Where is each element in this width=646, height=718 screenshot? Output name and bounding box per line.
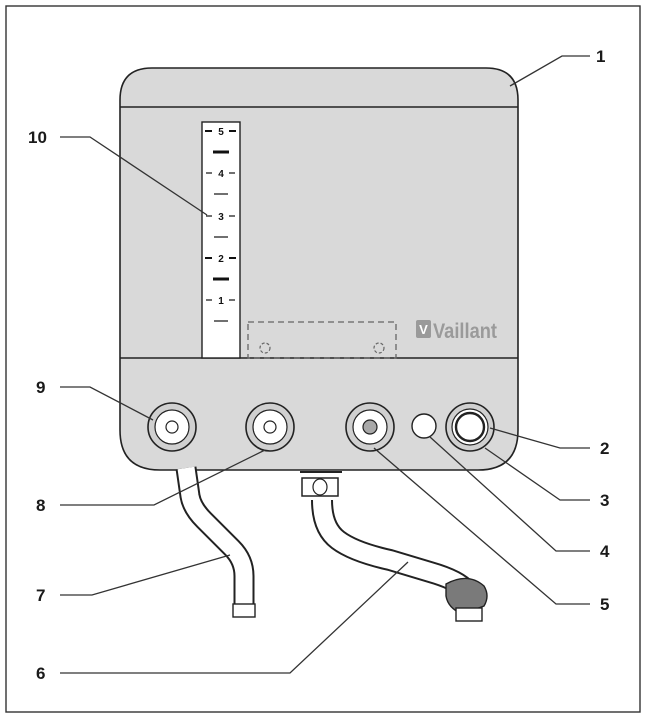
- level-window: [201, 121, 241, 359]
- callout-4: 4: [600, 542, 610, 561]
- heater-body: 5 4 3 2 1 V Vaillant: [119, 67, 519, 471]
- scale-mark-5: 5: [218, 127, 224, 138]
- left-port: [147, 402, 197, 452]
- callout-7: 7: [36, 586, 45, 605]
- scale-mark-1: 1: [218, 296, 224, 307]
- callout-6: 6: [36, 664, 45, 683]
- brand-mark-box: [416, 320, 431, 338]
- callout-labels: 1 2 3 4 5 6 7 8 9 10: [28, 47, 610, 683]
- brand-name: Vaillant: [433, 320, 497, 343]
- brand-logo: V Vaillant: [416, 320, 497, 343]
- scale-mark-4: 4: [218, 169, 224, 180]
- leader-lines: [60, 55, 590, 674]
- brand-mark: V: [419, 322, 428, 337]
- level-scale: 5 4 3 2 1: [205, 127, 236, 322]
- temperature-knob: [445, 402, 495, 452]
- spout-head: [445, 577, 488, 615]
- mounting-hole-left: [259, 342, 271, 354]
- indicator-lamp: [411, 413, 437, 439]
- hot-water-port: [345, 402, 395, 452]
- scale-mark-2: 2: [218, 254, 224, 265]
- callout-2: 2: [600, 439, 609, 458]
- callout-9: 9: [36, 378, 45, 397]
- callout-8: 8: [36, 496, 45, 515]
- callout-1: 1: [596, 47, 605, 66]
- mounting-outline: [247, 321, 397, 359]
- scale-mark-3: 3: [218, 212, 224, 223]
- spout-pipe: [300, 471, 488, 622]
- callout-5: 5: [600, 595, 609, 614]
- mounting-hole-right: [373, 342, 385, 354]
- cold-water-pipe: [175, 466, 256, 618]
- middle-port: [245, 402, 295, 452]
- spout-outlet: [455, 607, 483, 622]
- callout-3: 3: [600, 491, 609, 510]
- callout-10: 10: [28, 128, 47, 147]
